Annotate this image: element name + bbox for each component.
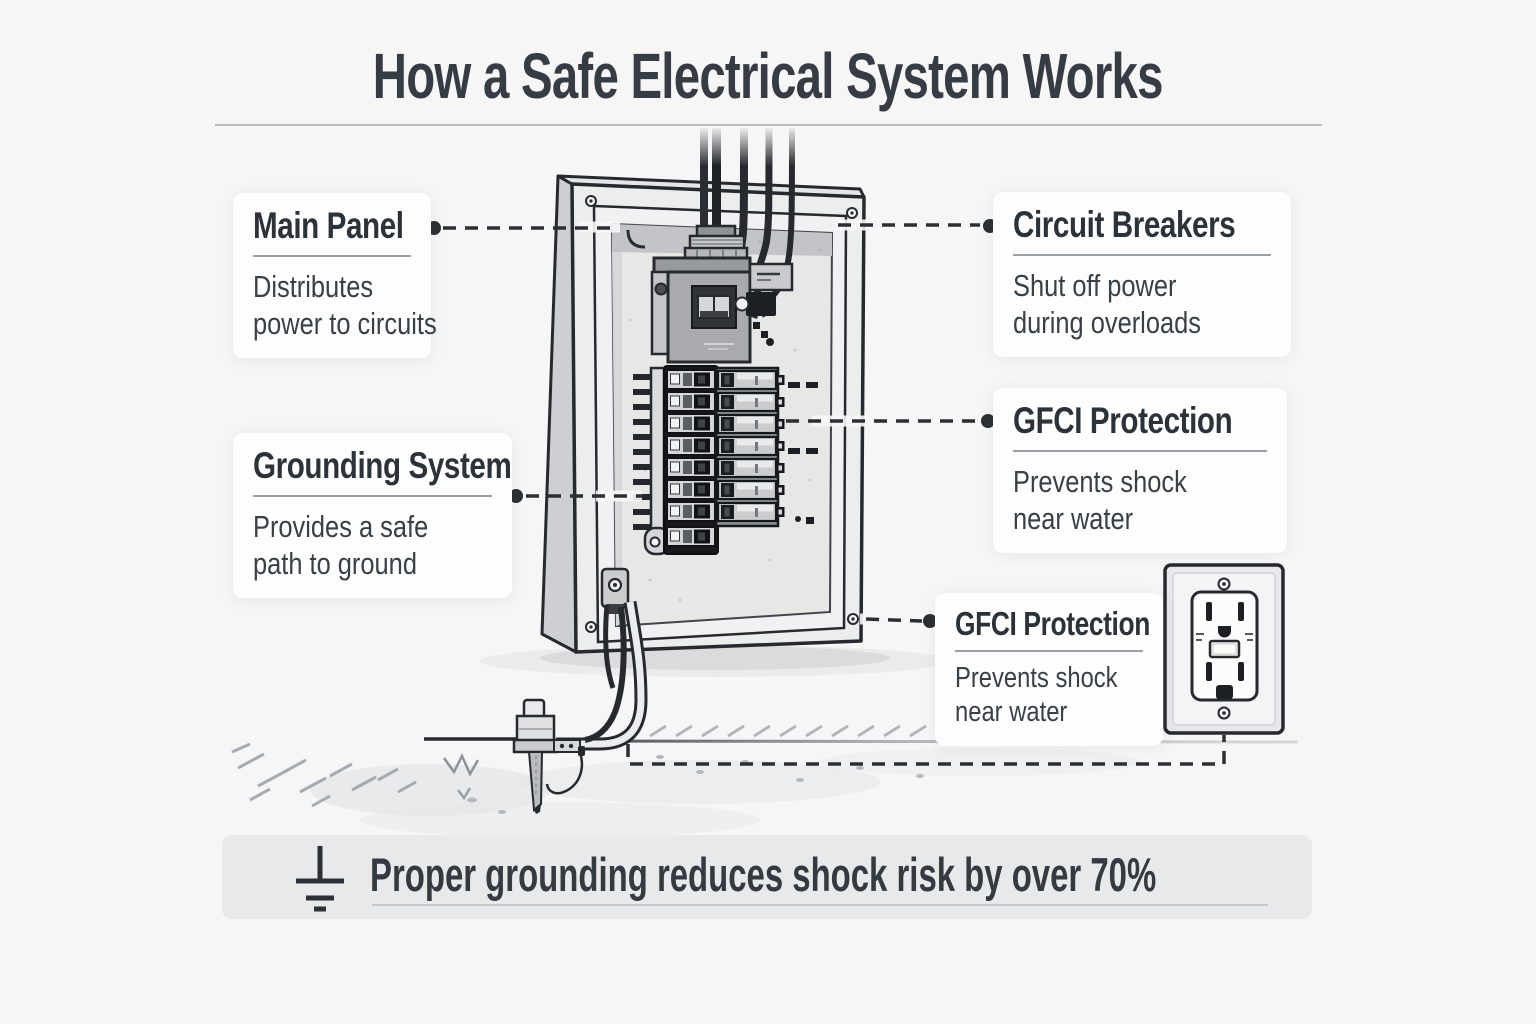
main-breaker — [650, 224, 794, 364]
card-desc-line: near water — [955, 696, 1068, 729]
card-title: GFCI Protection — [955, 605, 1150, 642]
ground-lug — [600, 567, 630, 614]
grounding-conduit — [556, 600, 648, 751]
label-card-grounding-system: Grounding System Provides a safe path to… — [233, 433, 512, 599]
connector-dots — [427, 219, 997, 628]
card-title: Circuit Breakers — [1013, 204, 1236, 245]
card-description: Distributes power to circuits — [253, 268, 437, 342]
wire-loop-mark — [626, 229, 646, 249]
title-divider — [215, 124, 1322, 126]
card-divider — [1013, 253, 1271, 256]
card-desc-line: Prevents shock — [1013, 463, 1187, 499]
gfci-outlet-connector — [865, 617, 923, 623]
card-divider — [955, 649, 1143, 652]
card-title: GFCI Protection — [1013, 400, 1233, 441]
soil-hatching-left — [231, 742, 417, 808]
card-description: Provides a safe path to ground — [253, 508, 492, 582]
ground-slot — [1218, 626, 1232, 638]
connector-lines — [427, 219, 1226, 766]
card-divider — [253, 494, 492, 497]
label-card-gfci-protection-outlet: GFCI Protection Prevents shock near wate… — [935, 593, 1163, 747]
card-divider — [253, 254, 411, 257]
bonding-wire — [545, 751, 584, 795]
test-button — [1216, 685, 1233, 699]
card-divider — [1013, 449, 1267, 452]
card-desc-line: near water — [1013, 501, 1134, 537]
card-description: Shut off power during overloads — [1013, 267, 1271, 341]
circuit-breaker-columns — [663, 365, 818, 555]
ground-terrain — [231, 724, 1299, 838]
breaker-label-plate — [748, 262, 794, 292]
label-card-circuit-breakers: Circuit Breakers Shut off power during o… — [993, 192, 1291, 358]
banner-text: Proper grounding reduces shock risk by o… — [370, 848, 1157, 901]
card-title: Main Panel — [253, 205, 404, 246]
clamp-arm — [553, 739, 581, 753]
card-desc-line: Distributes — [253, 268, 374, 304]
page-title: How a Safe Electrical System Works — [0, 44, 1536, 108]
label-card-main-panel: Main Panel Distributes power to circuits — [233, 193, 437, 359]
card-desc-line: Prevents shock — [955, 661, 1118, 694]
indicator-marks — [1196, 633, 1253, 641]
label-card-gfci-protection-panel: GFCI Protection Prevents shock near wate… — [993, 388, 1287, 554]
gfci-outlet — [1163, 563, 1285, 735]
card-description: Prevents shock near water — [955, 661, 1143, 731]
card-desc-line: Provides a safe — [253, 508, 429, 544]
panel-corner-screws — [585, 195, 859, 633]
card-title: Grounding System — [253, 445, 512, 486]
card-desc-line: Shut off power — [1013, 267, 1177, 303]
banner-underline — [372, 904, 1268, 906]
grounding-rod — [512, 698, 585, 814]
wire-connector-block — [746, 292, 776, 316]
ground-symbol-icon — [296, 846, 344, 912]
card-desc-line: path to ground — [253, 546, 417, 582]
card-desc-line: during overloads — [1013, 305, 1201, 341]
card-desc-line: power to circuits — [253, 306, 437, 342]
card-description: Prevents shock near water — [1013, 463, 1267, 537]
page-title-text: How a Safe Electrical System Works — [373, 40, 1164, 112]
recess-speckles — [628, 240, 822, 602]
breaker-tick-marks — [788, 382, 818, 524]
ground-to-outlet-connector — [626, 735, 1226, 766]
key-fact-banner: Proper grounding reduces shock risk by o… — [222, 835, 1312, 919]
